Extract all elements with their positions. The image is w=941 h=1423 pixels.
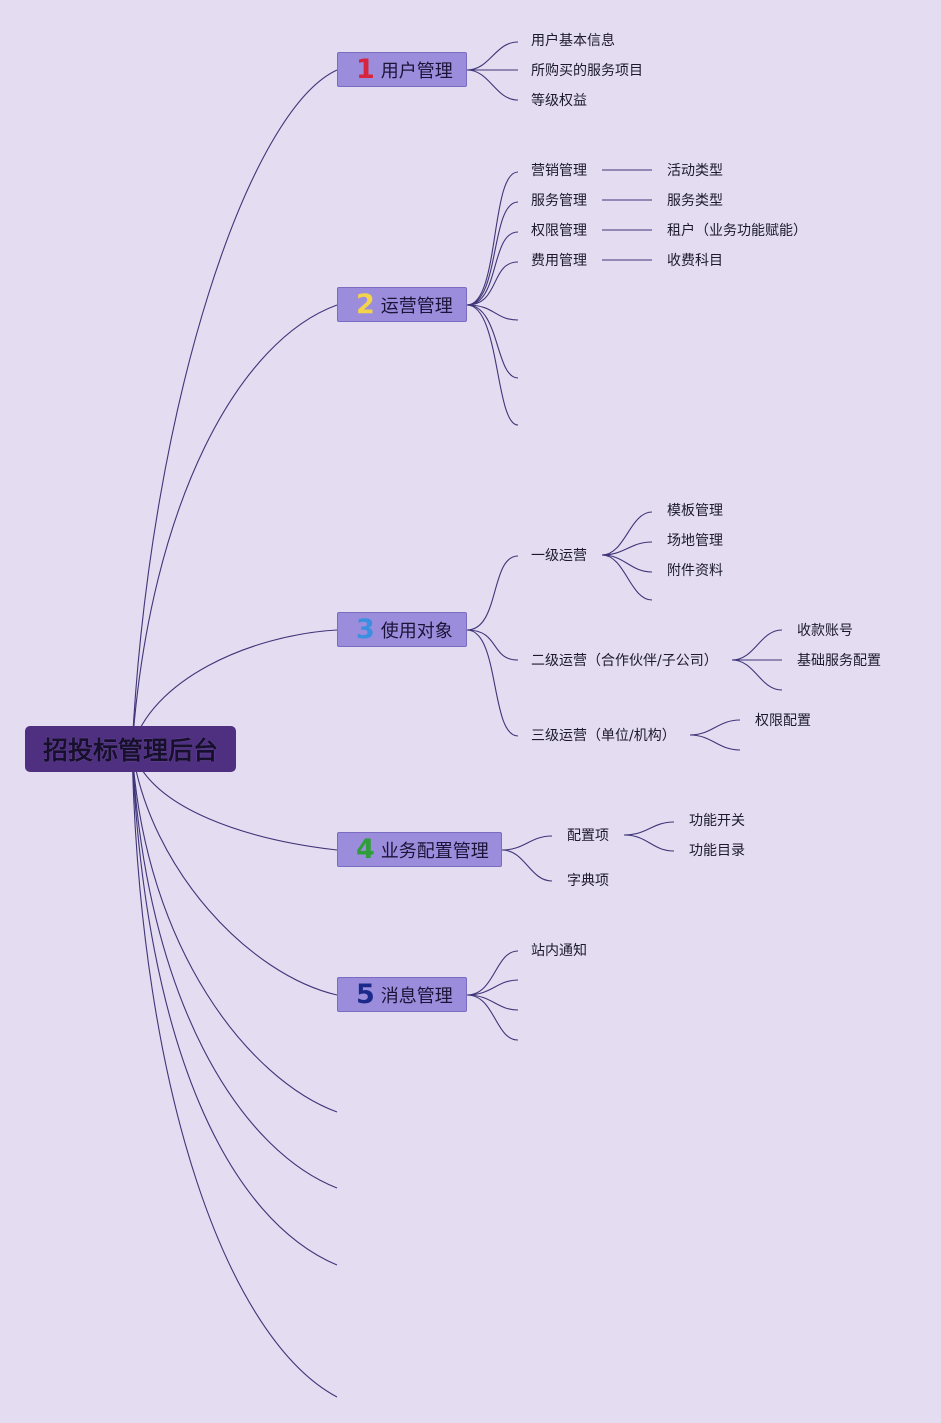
connector-root-branch-2 [131, 304, 338, 750]
connector-target-2 [466, 629, 519, 661]
node-level3-ops[interactable]: 三级运营（单位/机构） [531, 728, 676, 744]
branch-label: 使用对象 [380, 620, 453, 642]
connector-ops-3 [466, 231, 519, 306]
node-permission-config[interactable]: 权限配置 [755, 713, 811, 729]
branch-message-management[interactable]: 5 消息管理 [337, 977, 467, 1012]
connector-ops-4 [466, 261, 519, 306]
node-config-item[interactable]: 配置项 [567, 828, 609, 844]
root-label: 招投标管理后台 [42, 736, 218, 765]
node-marketing-management[interactable]: 营销管理 [531, 163, 587, 179]
connector-config-sub-2 [623, 834, 675, 852]
number-badge: 3 [356, 614, 375, 645]
node-template-management[interactable]: 模板管理 [667, 503, 723, 519]
connector-root-branch-1 [131, 69, 338, 750]
branch-label: 消息管理 [380, 985, 453, 1007]
connector-root-branch-5 [131, 748, 338, 996]
connector-config-2 [501, 849, 553, 882]
connector-msg-empty-3 [466, 994, 519, 1041]
connector-config-sub-1 [623, 821, 675, 836]
connector-user-1 [466, 41, 519, 71]
connector-msg-1 [466, 950, 519, 996]
branch-label: 业务配置管理 [380, 840, 489, 862]
connector-target-1 [466, 555, 519, 631]
node-permission-management[interactable]: 权限管理 [531, 223, 587, 239]
connector-user-3 [466, 69, 519, 101]
connector-level1-2 [601, 541, 653, 556]
connector-root-empty-3 [131, 748, 338, 1266]
branch-label: 运营管理 [380, 295, 453, 317]
connector-ops-empty-3 [466, 304, 519, 426]
node-site-notification[interactable]: 站内通知 [531, 943, 587, 959]
connector-level2-1 [731, 629, 783, 661]
node-venue-management[interactable]: 场地管理 [667, 533, 723, 549]
number-badge: 5 [356, 979, 375, 1010]
connector-ops-1 [466, 171, 519, 306]
branch-user-management[interactable]: 1 用户管理 [337, 52, 467, 87]
number-badge: 4 [356, 834, 375, 865]
connector-level1-empty [601, 554, 653, 601]
node-activity-type[interactable]: 活动类型 [667, 163, 723, 179]
node-basic-service-config[interactable]: 基础服务配置 [797, 653, 881, 669]
node-attachments[interactable]: 附件资料 [667, 563, 723, 579]
node-payment-account[interactable]: 收款账号 [797, 623, 853, 639]
connector-level1-1 [601, 511, 653, 556]
node-service-management[interactable]: 服务管理 [531, 193, 587, 209]
branch-operations-management[interactable]: 2 运营管理 [337, 287, 467, 322]
connector-msg-empty-2 [466, 994, 519, 1011]
root-node[interactable]: 招投标管理后台 [25, 726, 236, 772]
node-feature-switch[interactable]: 功能开关 [689, 813, 745, 829]
connector-target-3 [466, 629, 519, 737]
node-feature-catalog[interactable]: 功能目录 [689, 843, 745, 859]
number-badge: 1 [356, 54, 375, 85]
node-tenant[interactable]: 租户（业务功能赋能） [667, 223, 807, 239]
node-user-basic-info[interactable]: 用户基本信息 [531, 33, 615, 49]
node-fee-management[interactable]: 费用管理 [531, 253, 587, 269]
connector-level3-1 [689, 719, 741, 736]
connector-config-1 [501, 835, 553, 851]
branch-target-users[interactable]: 3 使用对象 [337, 612, 467, 647]
connector-ops-2 [466, 201, 519, 306]
connector-root-branch-3 [131, 629, 338, 750]
node-dictionary-item[interactable]: 字典项 [567, 873, 609, 889]
node-level1-ops[interactable]: 一级运营 [531, 548, 587, 564]
node-service-type[interactable]: 服务类型 [667, 193, 723, 209]
node-fee-subject[interactable]: 收费科目 [667, 253, 723, 269]
node-purchased-services[interactable]: 所购买的服务项目 [531, 63, 643, 79]
connector-level3-empty [689, 734, 741, 751]
connector-level1-3 [601, 554, 653, 573]
node-level-rights[interactable]: 等级权益 [531, 93, 587, 109]
connector-root-empty-4 [131, 748, 338, 1398]
connector-root-empty-2 [131, 748, 338, 1189]
number-badge: 2 [356, 289, 375, 320]
connector-msg-empty-1 [466, 979, 519, 996]
connector-ops-empty-2 [466, 304, 519, 379]
branch-business-config[interactable]: 4 业务配置管理 [337, 832, 502, 867]
connector-ops-empty-1 [466, 304, 519, 321]
connector-level2-empty [731, 659, 783, 691]
branch-label: 用户管理 [380, 60, 453, 82]
connector-root-empty-1 [131, 748, 338, 1113]
node-level2-ops[interactable]: 二级运营（合作伙伴/子公司） [531, 653, 718, 669]
